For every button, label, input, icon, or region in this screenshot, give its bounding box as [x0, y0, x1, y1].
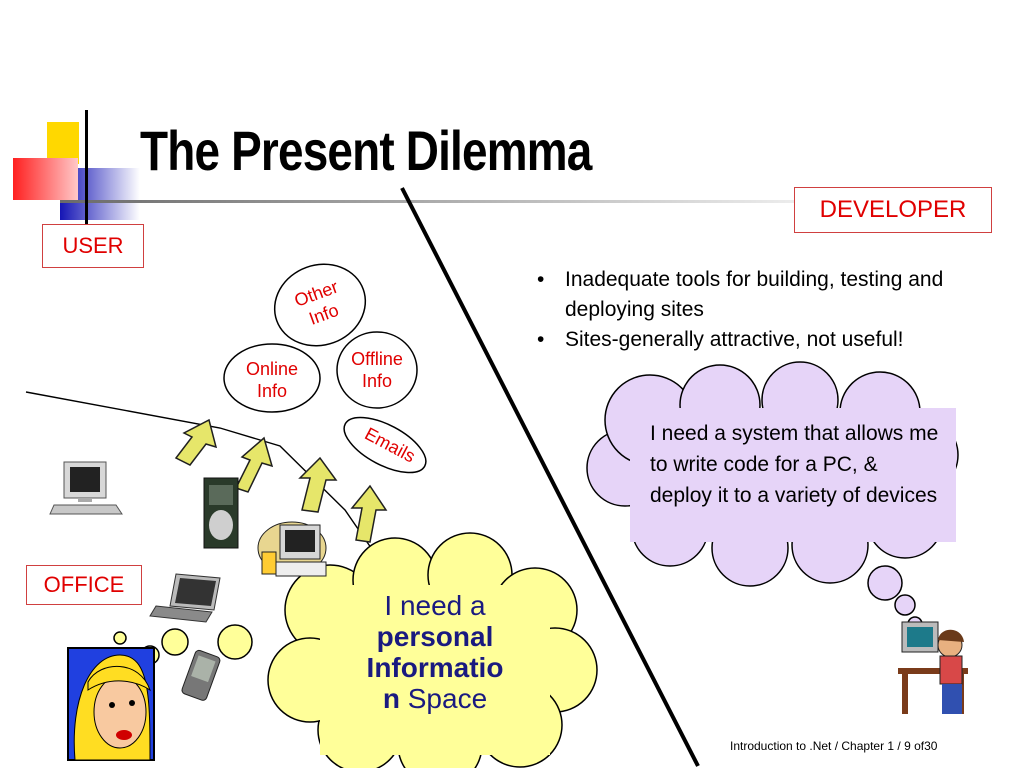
- bullet-dot: •: [537, 328, 545, 351]
- corner-decoration: [13, 110, 900, 230]
- bullet-list: • Inadequate tools for building, testing…: [535, 265, 1005, 355]
- divider-line: [400, 187, 700, 767]
- offline-info-bubble: Offline Info: [337, 348, 417, 392]
- bullet-item: • Inadequate tools for building, testing…: [535, 265, 1005, 325]
- user-thought-line1: I need a: [384, 590, 486, 621]
- user-thought-line4: n Space: [335, 683, 535, 714]
- bullet-dot: •: [537, 268, 545, 291]
- office-computer-icon: [257, 521, 327, 577]
- developer-thought-text: I need a system that allows me to write …: [650, 422, 939, 507]
- online-info-bubble: Online Info: [230, 358, 314, 402]
- woman-illustration: [67, 647, 155, 761]
- bullet-text: Inadequate tools for building, testing a…: [565, 268, 944, 321]
- online-info-line1: Online: [245, 359, 299, 379]
- bullet-text: Sites-generally attractive, not useful!: [565, 328, 904, 351]
- offline-info-line2: Info: [361, 371, 393, 391]
- developer-label: DEVELOPER: [794, 187, 992, 233]
- user-thought-line4-rest: Space: [399, 683, 488, 714]
- developer-illustration: [898, 621, 968, 714]
- mobile-phone-icon: [203, 477, 239, 549]
- office-label: OFFICE: [26, 565, 142, 605]
- arrow-icon: [174, 418, 388, 543]
- user-thought-line3: Informatio: [366, 652, 504, 683]
- user-label: USER: [42, 224, 144, 268]
- user-thought-line4-bold: n: [382, 683, 400, 714]
- online-info-line2: Info: [256, 381, 288, 401]
- desktop-computer-icon: [49, 461, 123, 515]
- bullet-item: • Sites-generally attractive, not useful…: [535, 325, 1005, 355]
- laptop-icon: [149, 573, 221, 623]
- slide-title: The Present Dilemma: [140, 119, 592, 182]
- user-thought-line2: personal: [376, 621, 494, 652]
- slide-footer: Introduction to .Net / Chapter 1 / 9 of3…: [730, 739, 938, 753]
- pda-icon: [181, 649, 221, 701]
- offline-info-line1: Offline: [351, 349, 403, 369]
- user-thought-text: I need a personal Informatio n Space: [335, 590, 535, 714]
- info-ellipses: [223, 263, 427, 474]
